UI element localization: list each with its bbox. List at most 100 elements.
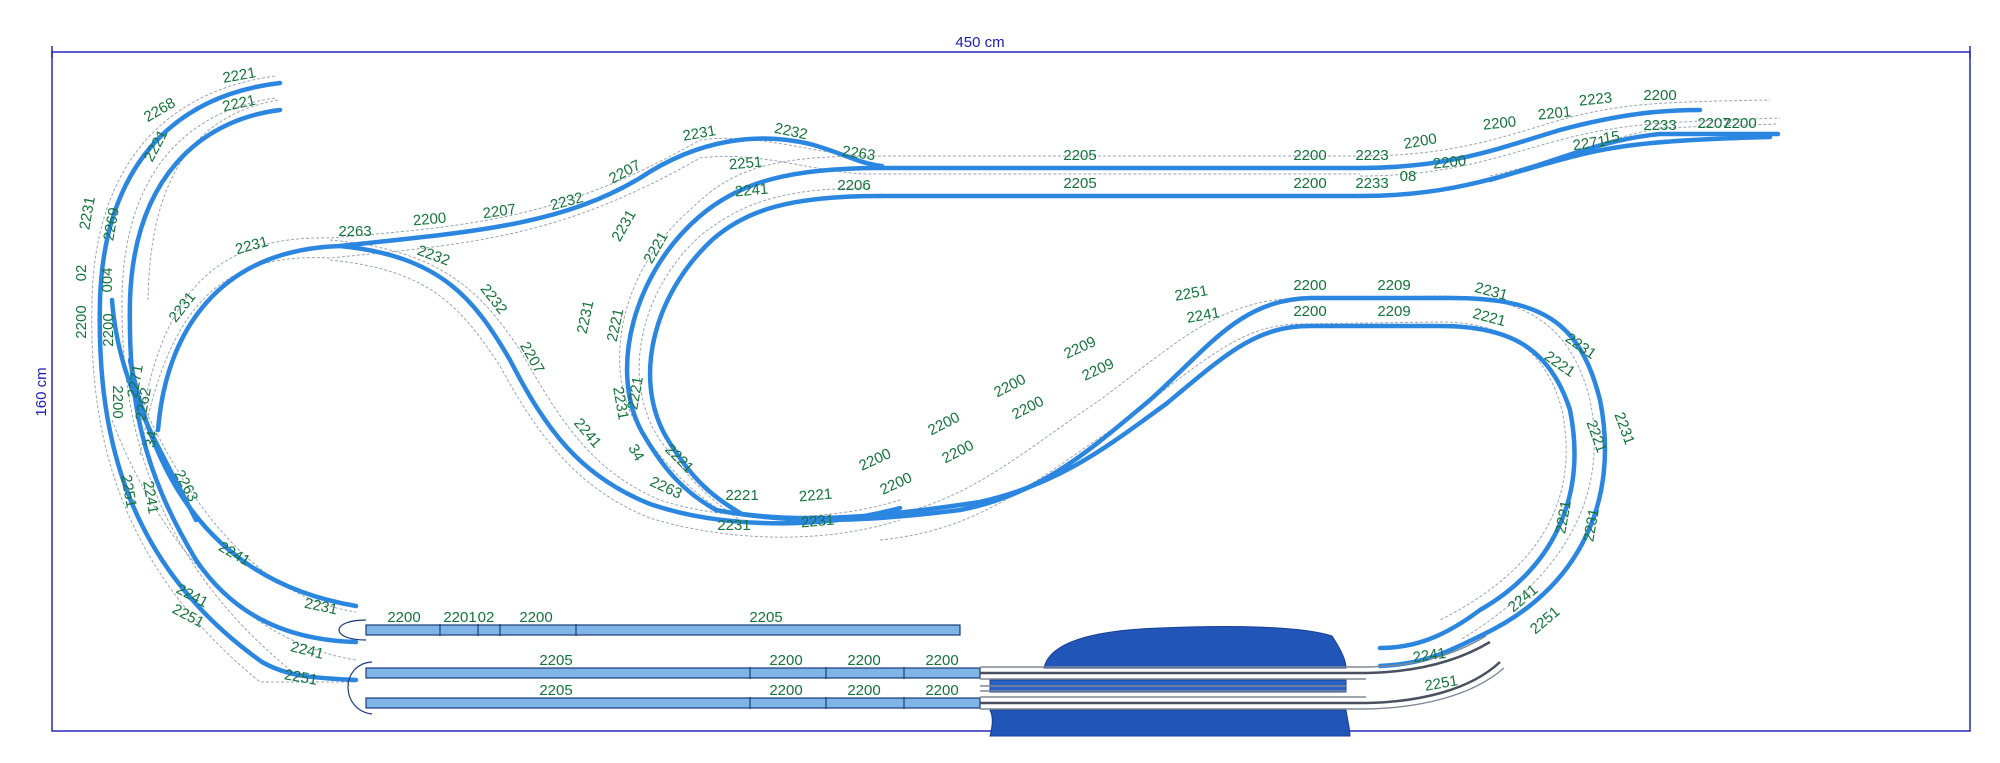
track-part-label: 2263: [338, 223, 371, 240]
track-part-label: 2209: [1377, 303, 1410, 320]
track-part-label: 2241: [734, 181, 769, 201]
top-right-spur: [1487, 131, 1781, 183]
upper-left-loop: [155, 136, 885, 433]
track-part-label: 2233: [1643, 117, 1676, 134]
station-yard: [338, 619, 1505, 737]
track-part-label: 2200: [109, 385, 126, 418]
track-part-label: 2200: [1723, 115, 1756, 132]
track-part-label: 2201: [1537, 103, 1572, 123]
track-part-label: 2221: [640, 229, 671, 266]
track-part-label: 2231: [234, 233, 271, 258]
track-part-label: 2200: [1482, 113, 1517, 133]
height-dimension-label: 160 cm: [33, 367, 50, 416]
outer-left-curve: [97, 80, 359, 683]
track-part-label: 2251: [728, 154, 763, 174]
track-part-label: 2200: [856, 445, 893, 475]
track-part-label: 2231: [1580, 507, 1603, 543]
track-part-label: 2200: [1432, 152, 1467, 172]
track-part-label: 2231: [681, 122, 717, 145]
inner-s-loop: [624, 165, 883, 513]
track-part-label: 2231: [717, 517, 750, 534]
track-part-label: 2221: [141, 127, 172, 164]
track-part-label: 2205: [539, 682, 572, 699]
track-part-label: 2205: [539, 652, 572, 669]
track-part-label: 2200: [1402, 130, 1438, 153]
track-part-label: 2223: [1355, 147, 1388, 164]
track-part-label: 2200: [769, 682, 802, 699]
track-part-label: 2262: [132, 386, 155, 422]
track-part-label: 2233: [1355, 175, 1388, 192]
track-part-label: 2221: [604, 307, 628, 343]
track-part-label: 2231: [800, 512, 835, 532]
track-part-label: 2200: [1643, 87, 1676, 104]
track-part-label: 2251: [283, 666, 319, 689]
track-part-label: 2231: [574, 299, 598, 335]
track-part-label: 02: [478, 609, 495, 626]
track-part-label: 2201: [443, 609, 476, 626]
track-part-label: 2207: [482, 201, 517, 222]
track-part-label: 34: [142, 430, 162, 449]
right-oval-inner: [739, 323, 1577, 651]
middle-reverse-loop: [337, 243, 903, 526]
track-part-label: 2263: [647, 473, 684, 503]
track-part-label: 2269: [100, 206, 123, 242]
track-part-label: 2268: [141, 94, 178, 125]
track-part-label: 2206: [837, 177, 870, 194]
track-part-label: 2221: [221, 92, 257, 116]
track-part-label: 2221: [624, 375, 647, 411]
track-part-label: 2200: [1293, 303, 1326, 320]
track-part-label: 2200: [925, 682, 958, 699]
track-part-label: 2271: [124, 363, 147, 399]
track-part-label: 2223: [1578, 89, 1613, 109]
track-part-label: 2232: [549, 189, 586, 214]
track-part-label: 004: [99, 267, 116, 292]
station-platform: [1043, 626, 1347, 669]
track-part-label: 2207: [516, 339, 547, 376]
track-part-label: 2200: [387, 609, 420, 626]
track-network: [97, 80, 1781, 683]
track-part-label: 2231: [609, 385, 632, 421]
track-part-label: 2205: [1063, 175, 1096, 192]
width-dimension-label: 450 cm: [955, 34, 1004, 51]
track-part-label: 2207: [1697, 115, 1730, 132]
track-part-label: 2241: [570, 415, 604, 451]
track-part-label: 2231: [1562, 330, 1599, 363]
track-part-label: 2200: [1293, 277, 1326, 294]
track-part-label: 2232: [773, 120, 809, 144]
track-part-label: 2200: [412, 210, 447, 230]
track-part-label: 2209: [1079, 355, 1116, 385]
track-part-label: 2221: [798, 486, 833, 506]
track-part-label: 15: [1602, 128, 1621, 147]
track-part-label: 2200: [769, 652, 802, 669]
track-part-label: 2251: [1173, 282, 1209, 305]
track-part-label: 08: [1400, 168, 1417, 185]
track-part-label: 2241: [289, 638, 325, 663]
inner-s-loop-2: [647, 193, 883, 517]
track-part-label: 02: [73, 265, 90, 282]
track-part-label: 2200: [847, 652, 880, 669]
top-right-ladder-upper: [1357, 107, 1703, 171]
track-part-label: 2200: [1293, 147, 1326, 164]
track-part-label: 2271: [1572, 133, 1607, 154]
track-part-label: 2231: [303, 595, 339, 619]
track-part-label: 2232: [477, 281, 511, 318]
track-part-label: 2200: [877, 469, 914, 499]
track-part-label: 2221: [725, 487, 758, 504]
track-part-label: 2263: [841, 143, 876, 164]
track-part-label: 2221: [1552, 499, 1575, 535]
track-part-label: 2209: [1061, 333, 1098, 363]
track-part-label: 2241: [139, 479, 162, 515]
track-part-label: 2200: [847, 682, 880, 699]
track-part-label: 2251: [1423, 672, 1459, 695]
track-part-label: 2231: [1611, 410, 1638, 447]
track-part-label: 2200: [939, 437, 976, 467]
track-part-label: 2231: [76, 195, 99, 231]
track-part-label: 2205: [1063, 147, 1096, 164]
right-oval-outer: [713, 295, 1608, 669]
track-part-label: 2241: [1412, 645, 1447, 666]
track-part-label: 2200: [100, 313, 117, 346]
track-part-label: 2221: [221, 64, 257, 87]
track-part-label: 2221: [1541, 348, 1578, 381]
